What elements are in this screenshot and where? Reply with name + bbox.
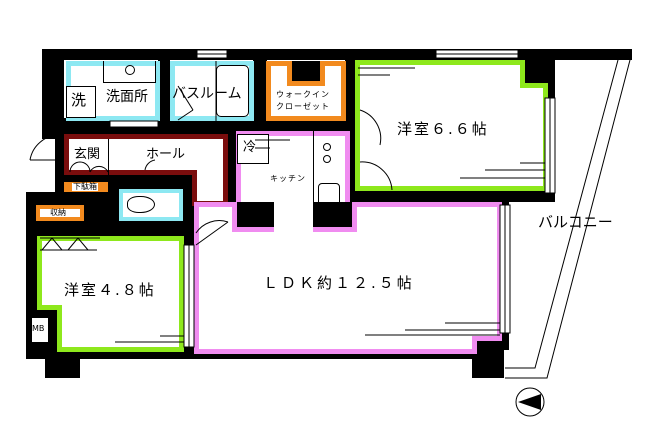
toilet-bowl-icon xyxy=(127,196,155,213)
sash-lines xyxy=(115,67,545,343)
hall-label: ホール xyxy=(146,147,186,162)
western-room-6-6-label: 洋室６.６帖 xyxy=(397,120,489,138)
washing-machine-label: 洗 xyxy=(71,91,87,109)
wall-interior-v-bath-wic xyxy=(253,55,267,125)
windows xyxy=(109,49,556,348)
refrigerator-space xyxy=(237,134,269,164)
washing-machine-space xyxy=(66,86,96,118)
stove-burner-1-icon xyxy=(323,143,331,151)
compass-icon xyxy=(515,387,545,417)
wall-interior-v-wash-bath xyxy=(158,55,170,125)
ldk-bottom-right-notch xyxy=(472,336,502,354)
bathroom-label: バスルーム xyxy=(172,86,242,102)
washroom-label: 洗面所 xyxy=(106,89,148,105)
wall-bottom-left-pier xyxy=(45,348,80,378)
washbasin-drain-icon xyxy=(125,65,135,75)
western-room-4-8-label: 洋室４.８帖 xyxy=(64,281,156,299)
entrance-label: 玄関 xyxy=(74,147,101,162)
wic-label-line1: ウォークイン xyxy=(276,90,330,99)
wic-label-line2: クローゼット xyxy=(276,102,330,111)
ldk-kitchen-opening xyxy=(274,200,313,238)
hall-bottom-edge xyxy=(64,170,197,175)
meter-box-label: MB xyxy=(32,324,45,333)
room-western-6-6 xyxy=(355,60,548,191)
balcony-label: バルコニー xyxy=(538,213,613,231)
ldk-label: ＬＤＫ約１２.５帖 xyxy=(263,274,415,292)
balcony-rails xyxy=(505,59,631,379)
refrigerator-label: 冷 xyxy=(243,140,257,155)
kitchen-counter xyxy=(313,131,345,221)
kitchen-label: キッチン xyxy=(270,174,306,183)
stove-burner-2-icon xyxy=(323,155,331,163)
washbasin xyxy=(103,61,156,83)
wic-notch xyxy=(287,61,325,86)
wall-top xyxy=(42,49,632,60)
shoe-box-label: 下駄箱 xyxy=(72,182,98,191)
meter-box xyxy=(32,318,48,342)
room-bathroom xyxy=(170,61,254,121)
entrance-divider xyxy=(108,139,109,175)
r1-corner-notch xyxy=(520,60,548,88)
closet-doors xyxy=(40,237,97,251)
doors xyxy=(29,61,393,246)
storage xyxy=(36,205,84,221)
wall-left-upper xyxy=(42,49,64,139)
storage-label: 収納 xyxy=(50,208,66,217)
